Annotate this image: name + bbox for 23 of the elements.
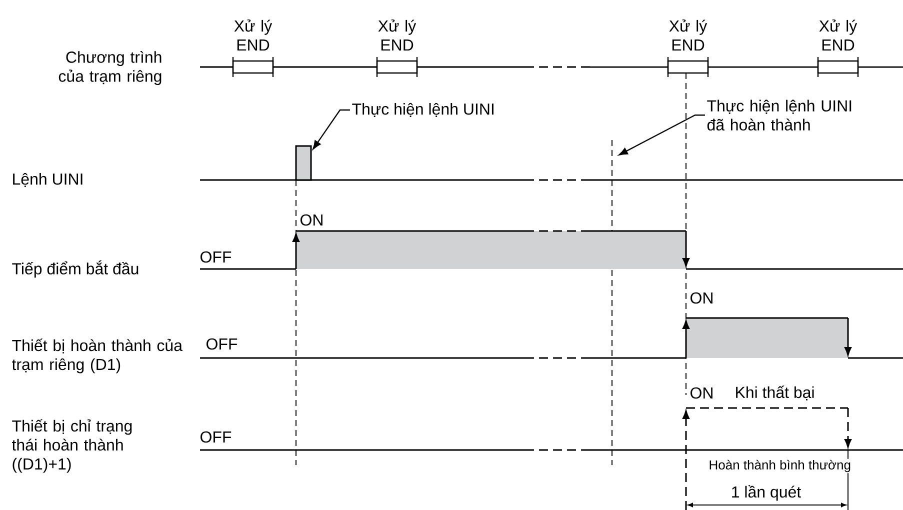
small-caption: Xử lý END xyxy=(234,19,272,51)
signal-name: Chương trình của trạm riêng xyxy=(58,50,162,86)
state-label: OFF xyxy=(206,338,238,350)
state-label: ON xyxy=(690,292,712,304)
signal-name: Lệnh UINI xyxy=(13,172,82,188)
state-label: ON xyxy=(690,387,712,399)
small-caption: Xử lý END xyxy=(378,19,416,51)
signal-name: Tiếp điểm bắt đầu xyxy=(12,260,138,278)
note-text: Hoàn thành bình thường xyxy=(708,458,852,474)
leader-line xyxy=(618,114,705,156)
callout-text: Thực hiện lệnh UINI đã hoàn thành xyxy=(707,100,852,131)
pulse-bar xyxy=(295,145,312,181)
note-text: Khi thất bại xyxy=(736,386,814,400)
state-label: OFF xyxy=(200,251,232,263)
callout-text: Thực hiện lệnh UINI xyxy=(352,102,494,118)
small-caption: Xử lý END xyxy=(819,19,858,51)
state-label: ON xyxy=(300,214,322,226)
small-caption: Xử lý END xyxy=(669,19,708,51)
dimension-label: 1 lần quét xyxy=(730,484,802,502)
signal-name: Thiết bị hoàn thành của trạm riêng (D1) xyxy=(12,338,182,374)
signal-name: Thiết bị chỉ trạng thái hoàn thành ((D1)+1) xyxy=(12,419,132,473)
state-label: OFF xyxy=(200,431,232,443)
leader-line xyxy=(312,109,350,150)
